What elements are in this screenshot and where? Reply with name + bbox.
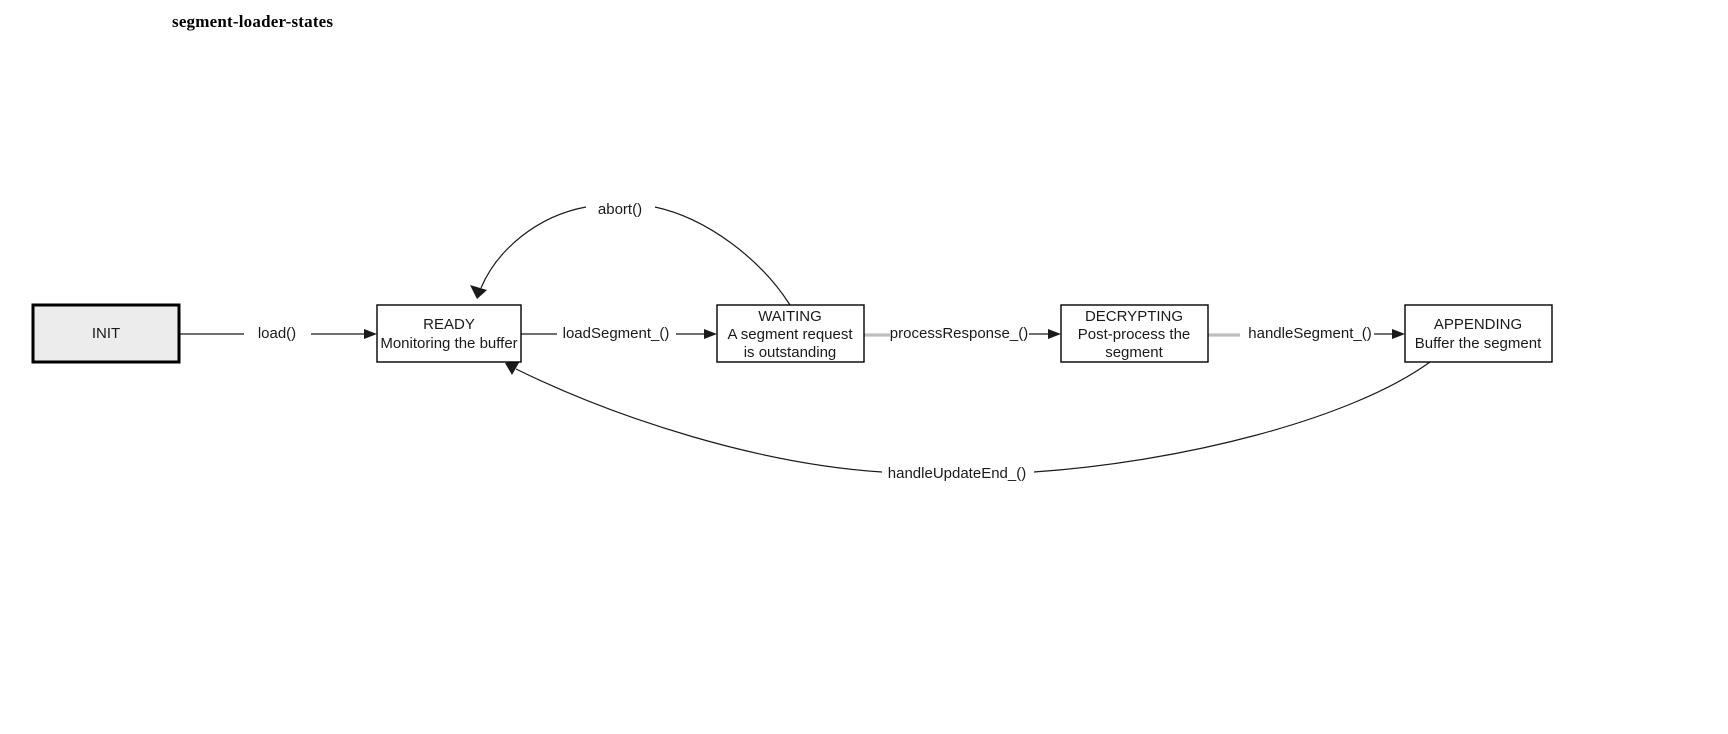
arrowhead-icon <box>470 285 487 299</box>
state-node-appending-subtitle: Buffer the segment <box>1415 335 1542 352</box>
edge-label-load: load() <box>258 325 296 342</box>
arrowhead-icon <box>704 329 717 339</box>
state-node-decrypting-subtitle: Post-process the <box>1078 326 1191 343</box>
edge-label-handlesegment: handleSegment_() <box>1248 325 1371 342</box>
page-title: segment-loader-states <box>172 12 334 31</box>
state-node-decrypting[interactable]: DECRYPTING Post-process the segment <box>1060 304 1209 363</box>
edge-label-loadsegment: loadSegment_() <box>563 325 670 342</box>
state-node-decrypting-subtitle2: segment <box>1105 344 1163 361</box>
state-node-decrypting-box[interactable] <box>1060 304 1209 363</box>
edge-ready-waiting: loadSegment_() <box>521 325 717 342</box>
state-node-decrypting-title: DECRYPTING <box>1085 308 1183 325</box>
state-node-waiting-subtitle2: is outstanding <box>744 344 837 361</box>
state-node-ready[interactable]: READY Monitoring the buffer <box>376 304 522 363</box>
edge-label-abort: abort() <box>598 201 642 218</box>
state-node-waiting-title: WAITING <box>758 308 822 325</box>
edge-init-ready: load() <box>179 325 377 342</box>
state-node-init-title: INIT <box>92 325 120 342</box>
arrowhead-icon <box>505 361 520 375</box>
arrowhead-icon <box>1048 329 1061 339</box>
state-node-appending-title: APPENDING <box>1434 316 1522 333</box>
edge-label-processresponse: processResponse_() <box>890 325 1028 342</box>
edge-appending-ready-update: handleUpdateEnd_() <box>505 361 1431 482</box>
state-node-ready-box[interactable] <box>376 304 522 363</box>
state-node-waiting[interactable]: WAITING A segment request is outstanding <box>716 304 865 363</box>
state-node-appending-box[interactable] <box>1404 304 1553 363</box>
arrowhead-icon <box>1392 329 1405 339</box>
state-node-init[interactable]: INIT <box>31 303 181 364</box>
edge-waiting-ready-abort: abort() <box>470 201 791 306</box>
state-node-ready-subtitle: Monitoring the buffer <box>380 335 517 352</box>
state-node-waiting-box[interactable] <box>716 304 865 363</box>
state-node-appending[interactable]: APPENDING Buffer the segment <box>1404 304 1553 363</box>
state-node-init-box[interactable] <box>31 303 181 364</box>
edge-decrypting-appending: handleSegment_() <box>1208 325 1405 342</box>
edge-waiting-decrypting: processResponse_() <box>864 325 1061 342</box>
state-node-ready-title: READY <box>423 316 475 333</box>
arrowhead-icon <box>364 329 377 339</box>
state-node-waiting-subtitle: A segment request <box>727 326 853 343</box>
edge-label-handleupdateend: handleUpdateEnd_() <box>888 465 1026 482</box>
